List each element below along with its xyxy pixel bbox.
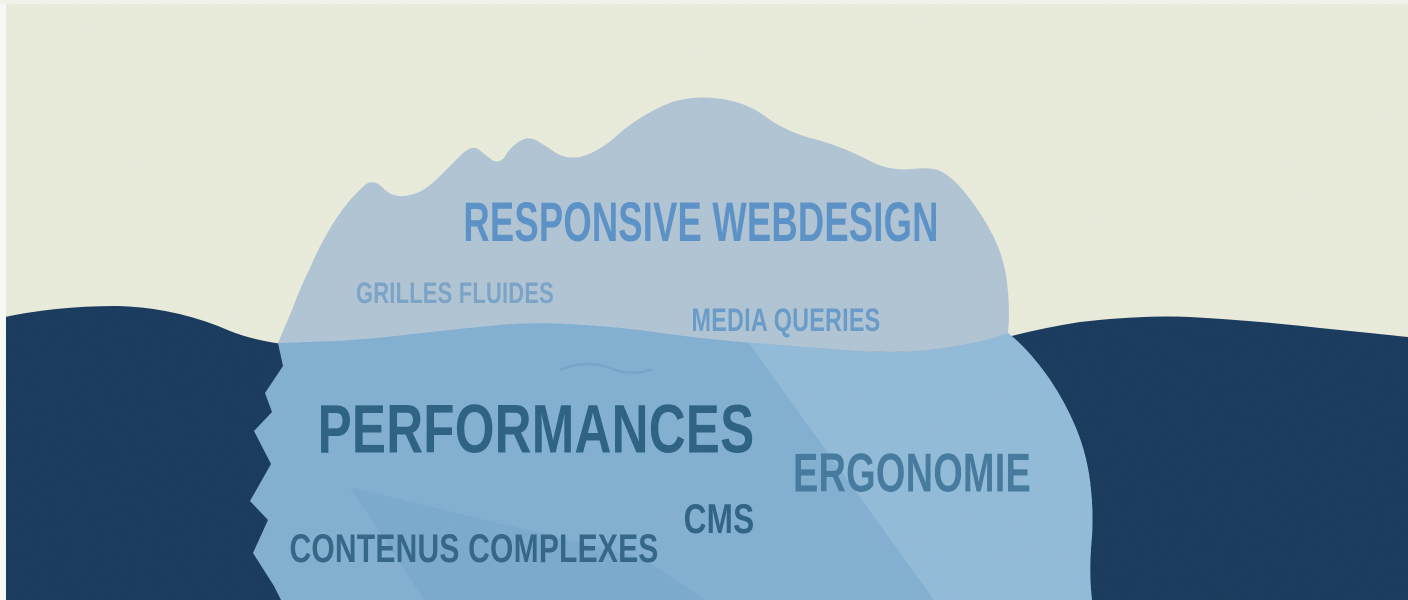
label-ergonomie: ERGONOMIE (792, 441, 1032, 504)
label-media-queries: MEDIA QUERIES (691, 302, 881, 338)
label-contenus-complexes: CONTENUS COMPLEXES (289, 527, 659, 571)
label-cms: CMS (683, 495, 755, 542)
label-responsive-webdesign: RESPONSIVE WEBDESIGN (463, 190, 939, 253)
label-grilles-fluides: GRILLES FLUIDES (356, 277, 554, 310)
label-performances: PERFORMANCES (317, 390, 755, 468)
